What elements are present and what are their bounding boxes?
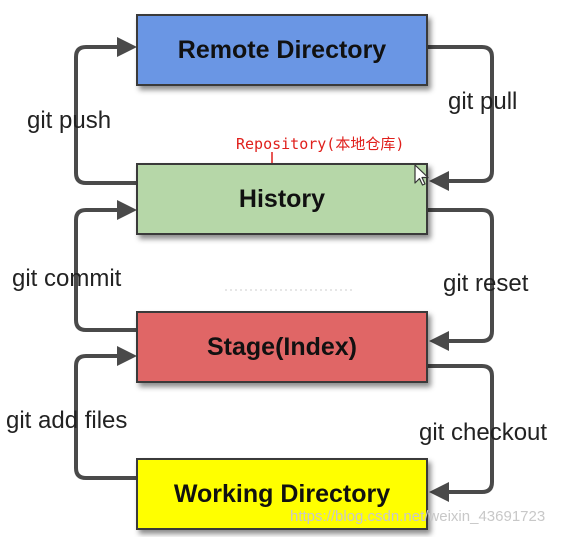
- csdn-watermark: https://blog.csdn.net/weixin_43691723: [290, 508, 546, 525]
- git-commit-label: git commit: [12, 265, 122, 292]
- remote-directory-label: Remote Directory: [177, 35, 387, 64]
- git-add-arrow: [74, 346, 137, 480]
- git-reset-label: git reset: [443, 270, 529, 297]
- stage-index-label: Stage(Index): [206, 332, 358, 361]
- git-add-files-label: git add files: [6, 407, 128, 434]
- git-checkout-arrow: [428, 364, 494, 502]
- mouse-pointer-icon: [414, 164, 429, 186]
- working-directory-label: Working Directory: [173, 479, 391, 508]
- remote-directory-box: Remote Directory: [136, 14, 428, 86]
- git-checkout-label: git checkout: [419, 419, 548, 446]
- git-commit-arrow: [74, 200, 137, 332]
- git-pull-arrow: [428, 45, 494, 191]
- repository-annotation: Repository(本地仓库): [236, 135, 405, 153]
- history-label: History: [238, 184, 326, 213]
- working-directory-box: Working Directory: [136, 458, 428, 530]
- git-reset-arrow: [428, 208, 494, 351]
- git-push-label: git push: [27, 107, 112, 134]
- stage-index-box: Stage(Index): [136, 311, 428, 383]
- history-box: History: [136, 163, 428, 235]
- git-push-arrow: [74, 37, 137, 185]
- git-pull-label: git pull: [448, 88, 518, 115]
